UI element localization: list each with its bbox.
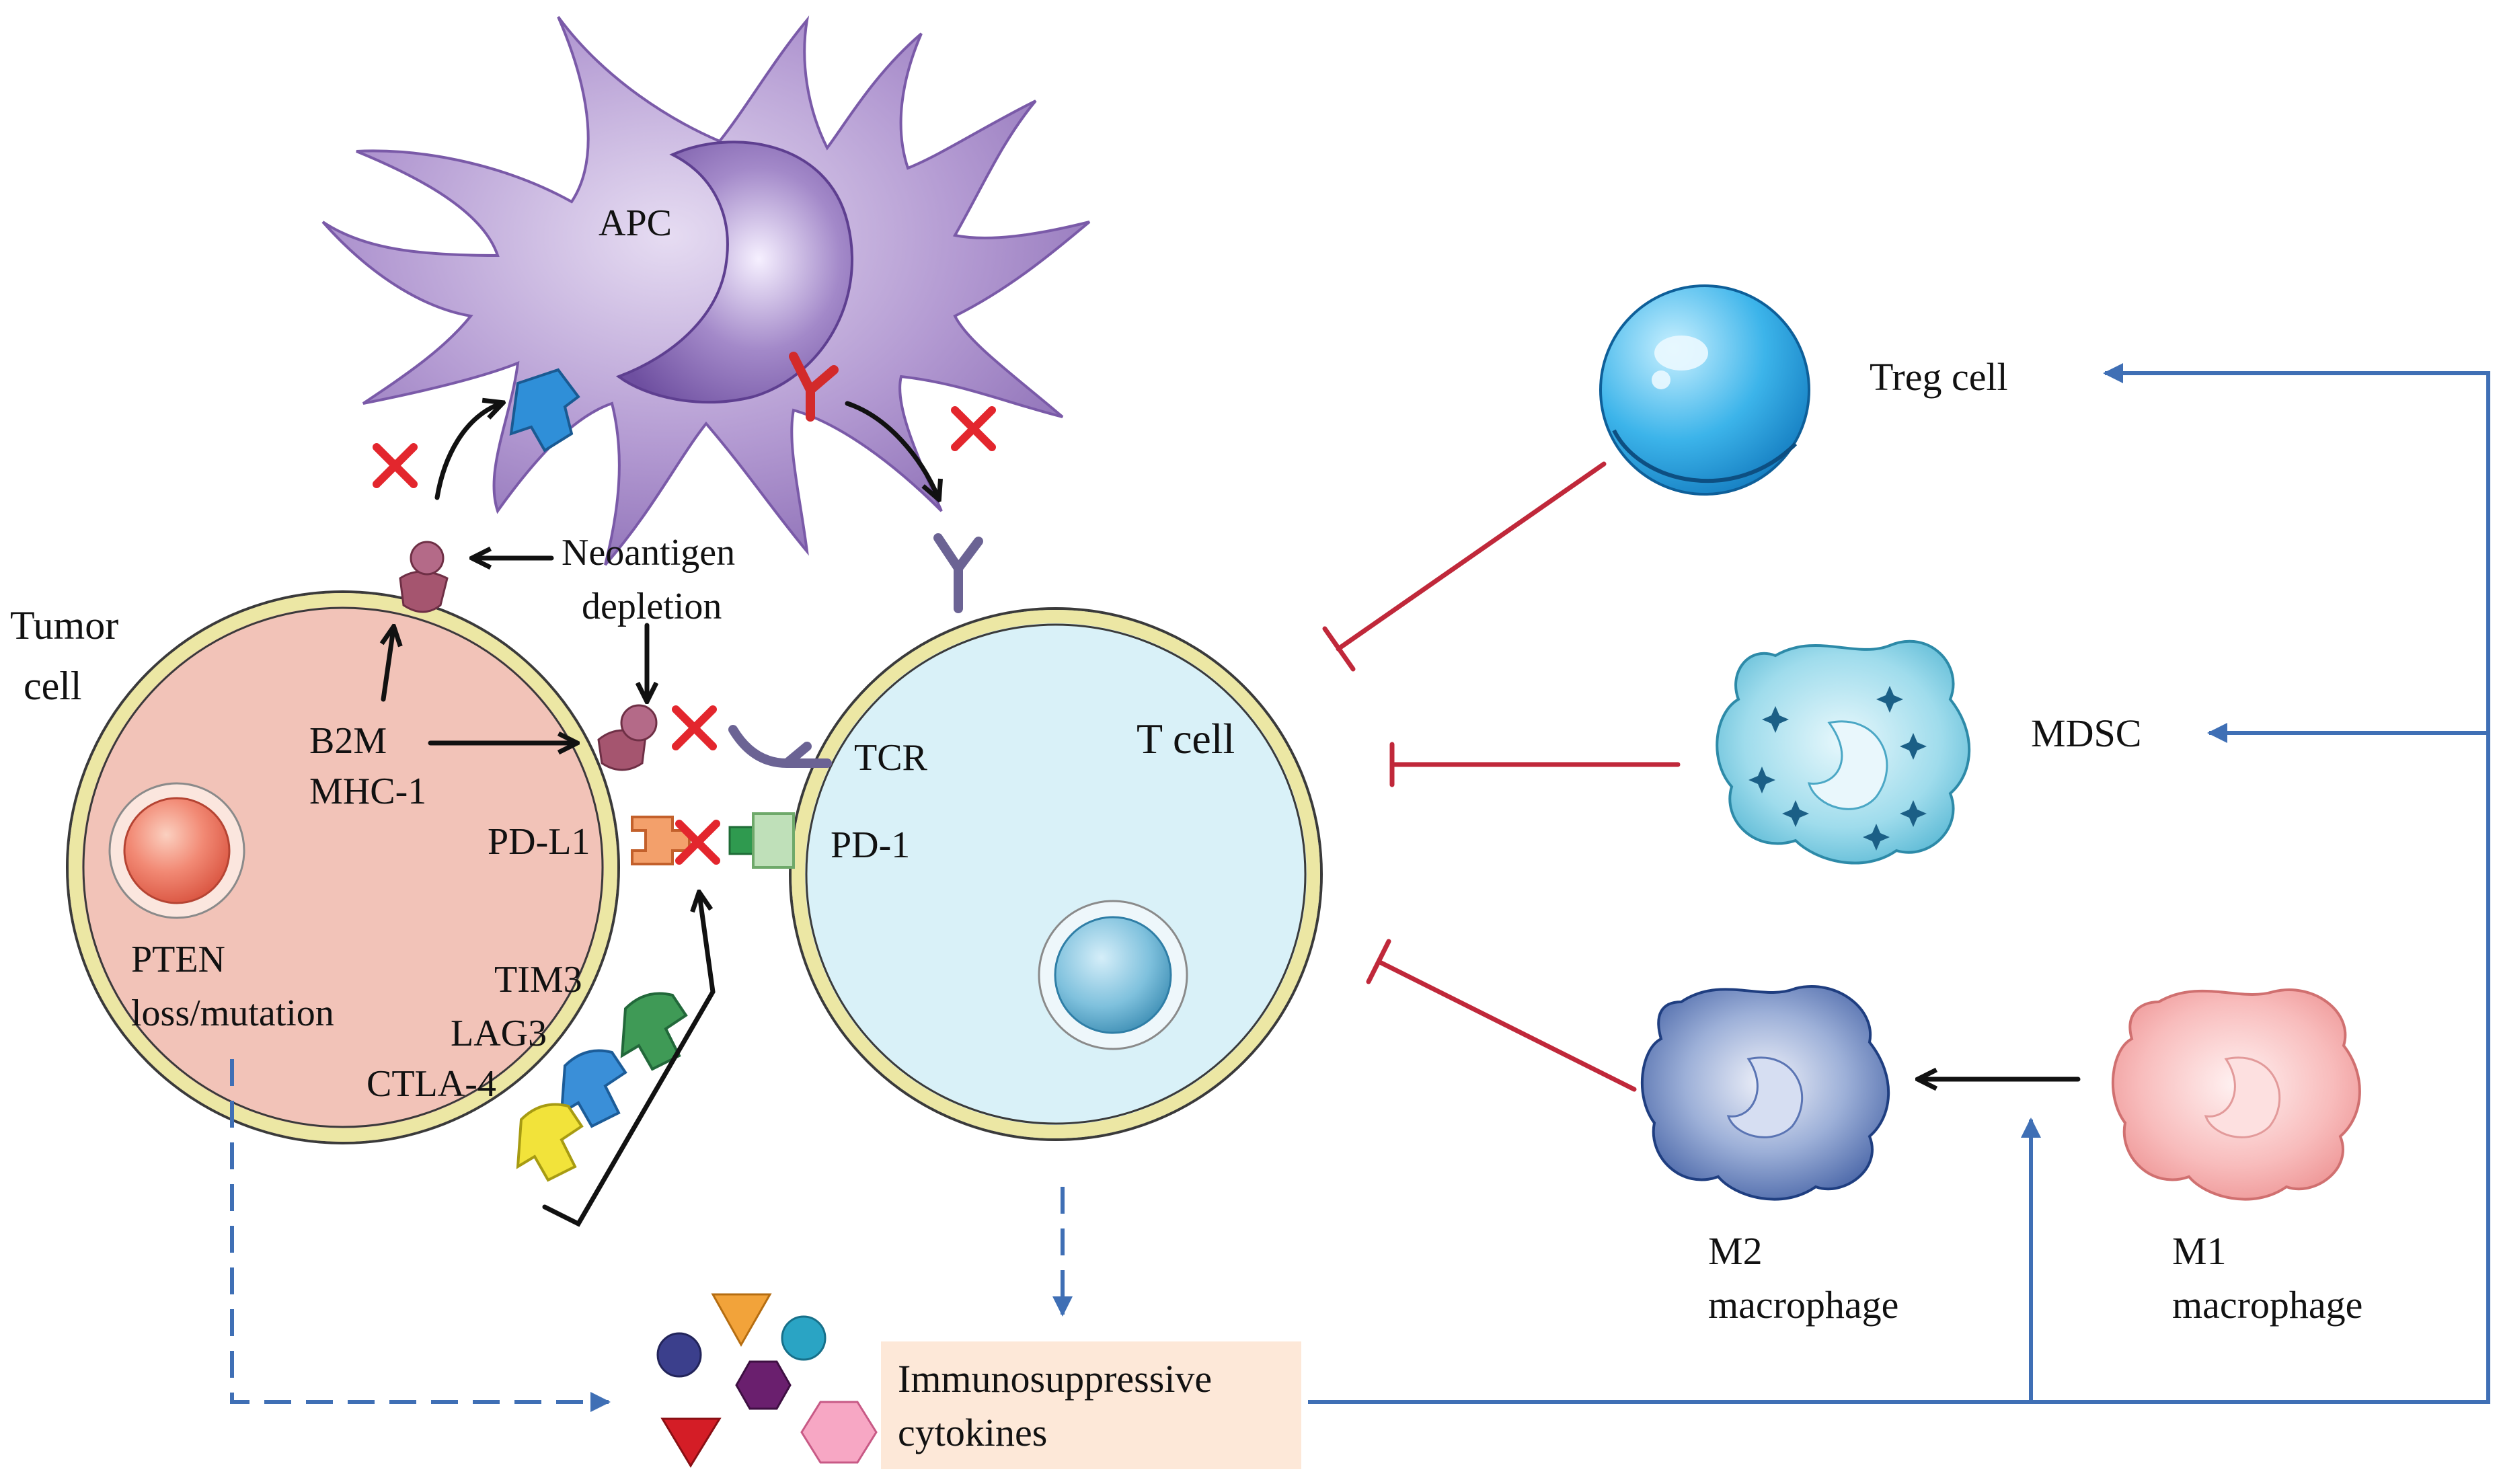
- t-cell-label: T cell: [1137, 715, 1235, 763]
- arrow-apc-to-tcell: [845, 401, 938, 498]
- lag3-label: LAG3: [451, 1013, 547, 1054]
- ctla4-label: CTLA-4: [367, 1063, 496, 1105]
- m2-label-1: M2: [1708, 1229, 1763, 1273]
- lag3-receptor-icon: [560, 1049, 627, 1128]
- cytokine-molecules: [656, 1293, 878, 1468]
- granule-icon: [1900, 733, 1927, 760]
- granule-icon: [1748, 767, 1775, 793]
- cytokine-red-triangle-icon: [660, 1417, 722, 1468]
- tumor-cell-label-2: cell: [24, 664, 82, 708]
- tim3-receptor-icon: [620, 992, 688, 1071]
- synapse-mhc-antigen-icon: [597, 704, 658, 771]
- cytokines-label-2: cytokines: [898, 1411, 1047, 1454]
- cytokine-navy-sphere-icon: [656, 1332, 702, 1378]
- cytokine-orange-triangle-icon: [711, 1293, 772, 1348]
- synapse-tcr-icon: [728, 725, 832, 768]
- pd-1-label: PD-1: [831, 824, 910, 866]
- arrow-b2m-up: [383, 629, 393, 702]
- cytokine-teal-sphere-icon: [781, 1315, 826, 1361]
- block-mark-icon: [951, 406, 996, 451]
- mhc-label: MHC-1: [309, 771, 426, 812]
- arrow-tumor-to-apc: [434, 403, 501, 500]
- pten-label-2: loss/mutation: [131, 992, 334, 1034]
- m1-label-1: M1: [2172, 1229, 2227, 1273]
- cytokine-pink-hexagon-icon: [800, 1401, 878, 1464]
- tumor-cell-label-1: Tumor: [10, 603, 118, 648]
- tcell-top-tcr-icon: [933, 533, 983, 613]
- treg-cell: [1599, 284, 1810, 496]
- t-cell-nucleus: [1038, 900, 1188, 1050]
- arrow-cytokines-right: [1308, 363, 2490, 1404]
- treg-label: Treg cell: [1870, 355, 2008, 399]
- tumor-mhc-antigen-icon: [399, 541, 449, 613]
- t-cell: [789, 607, 1323, 1141]
- mdsc-label: MDSC: [2031, 711, 2141, 755]
- block-mark-icon: [675, 820, 720, 865]
- arrow-pten-cytokines: [230, 1059, 611, 1412]
- apc-cell: [321, 15, 1091, 566]
- granule-icon: [1900, 800, 1927, 827]
- tcr-label: TCR: [854, 737, 928, 779]
- tim3-label: TIM3: [494, 959, 582, 1001]
- tumor-nucleus: [108, 782, 245, 919]
- block-mark-icon: [672, 705, 717, 750]
- neoantigen-label-2: depletion: [582, 586, 722, 627]
- tumor-cell: [66, 590, 620, 1144]
- ctla4-receptor-icon: [516, 1103, 584, 1182]
- block-mark-icon: [373, 443, 418, 488]
- pten-label-1: PTEN: [131, 939, 225, 980]
- granule-icon: [1863, 824, 1890, 851]
- cytokine-purple-hexagon-icon: [735, 1360, 792, 1410]
- apc-red-receptor-icon: [789, 352, 839, 422]
- cytokines-label-1: Immunosuppressive: [898, 1357, 1212, 1401]
- apc-nucleus: [615, 141, 854, 404]
- arrow-checkpoint-bracket: [542, 894, 716, 1227]
- apc-label: APC: [599, 202, 672, 244]
- m2-macrophage: [1640, 985, 1890, 1201]
- pd-1-receptor-icon: [728, 812, 795, 869]
- neoantigen-label-1: Neoantigen: [562, 532, 735, 574]
- granule-icon: [1876, 686, 1903, 713]
- inhibit-m2: [1366, 939, 1637, 1092]
- m1-macrophage: [2111, 988, 2361, 1201]
- cytokines-box: [881, 1341, 1301, 1469]
- granule-icon: [1762, 706, 1789, 733]
- inhibit-treg: [1322, 461, 1607, 672]
- m2-label-2: macrophage: [1708, 1283, 1898, 1327]
- granule-icon: [1782, 800, 1809, 827]
- pd-l1-label: PD-L1: [488, 821, 590, 863]
- inhibit-mdsc: [1389, 742, 1681, 787]
- m1-label-2: macrophage: [2172, 1283, 2362, 1327]
- b2m-label: B2M: [309, 720, 387, 762]
- pd-l1-receptor-icon: [631, 816, 691, 865]
- apc-mhc-receptor-icon: [509, 368, 580, 453]
- mdsc-cell: [1716, 639, 1971, 865]
